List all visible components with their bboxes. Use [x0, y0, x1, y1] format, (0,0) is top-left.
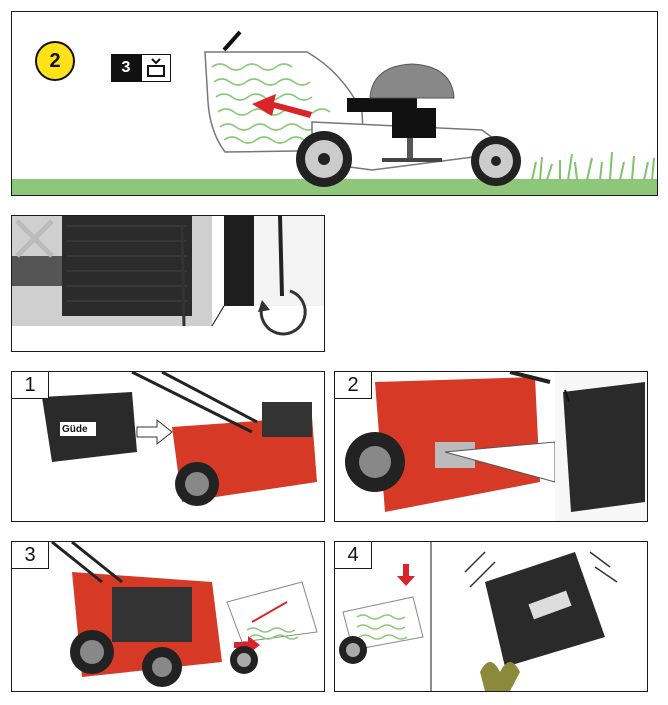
- bag-hook: [564, 389, 570, 403]
- empty-bag-illustration: [339, 542, 618, 691]
- unpack-box-icon: [147, 58, 165, 77]
- grass-tufts: [531, 151, 655, 181]
- blade-shaft: [407, 138, 413, 158]
- wrench-icon: [15, 219, 54, 258]
- bag-mesh: [62, 216, 192, 316]
- step-number-badge: 2: [35, 41, 75, 81]
- step-panel-4: 4: [334, 541, 648, 692]
- bag-diagram: [226, 581, 318, 643]
- rear-wheel: [296, 131, 352, 187]
- diagram-clippings: [246, 627, 299, 640]
- step-label-4: 4: [335, 542, 372, 569]
- engine-cover: [369, 63, 455, 99]
- airflow-arrow: [251, 601, 288, 623]
- handle: [51, 542, 123, 584]
- reference-number: 3: [121, 59, 131, 76]
- handle-bar: [222, 30, 242, 52]
- zoom-rod: [278, 216, 284, 297]
- mower-engine: [262, 402, 312, 437]
- zoom-bag: [563, 382, 645, 512]
- step-panel-2: 2: [334, 371, 648, 522]
- zoom-bag-edge: [224, 216, 254, 306]
- mower-engine: [112, 587, 192, 642]
- hook-bag-illustration: [345, 372, 647, 521]
- hero-illustration: [12, 30, 657, 195]
- grass-pile: [480, 662, 520, 691]
- mower-with-bag-illustration: [51, 542, 318, 687]
- handle: [509, 372, 551, 384]
- rotate-arrow-icon: [259, 289, 307, 336]
- blade: [382, 158, 442, 162]
- lift-arrow: [397, 564, 415, 586]
- airflow-arrow: [252, 94, 312, 118]
- hero-panel: 2 3: [11, 11, 658, 196]
- bag-brand-text: Güde: [62, 424, 88, 435]
- bag-hook-detail-panel: [11, 215, 325, 352]
- bag-hook-illustration: [12, 216, 324, 351]
- step-label-2: 2: [335, 372, 372, 399]
- attach-bag-illustration: [42, 372, 317, 506]
- step-panel-3: 3: [11, 541, 325, 692]
- reference-badge: 3: [111, 54, 141, 82]
- step-label-1: 1: [12, 372, 49, 399]
- mower-handle: [131, 372, 258, 434]
- box-icon: [141, 54, 171, 82]
- brand-plate: [60, 422, 96, 436]
- front-wheel: [471, 136, 521, 186]
- step-panel-1: 1 Güde: [11, 371, 325, 522]
- diagram-clippings: [356, 614, 408, 640]
- hook-rod: [180, 225, 186, 327]
- brand-plate: [528, 590, 572, 620]
- step-label-3: 3: [12, 542, 49, 569]
- mower-frame: [12, 256, 62, 286]
- shake-lines: [464, 551, 618, 588]
- engine-body: [392, 108, 436, 138]
- insert-arrow: [136, 418, 173, 446]
